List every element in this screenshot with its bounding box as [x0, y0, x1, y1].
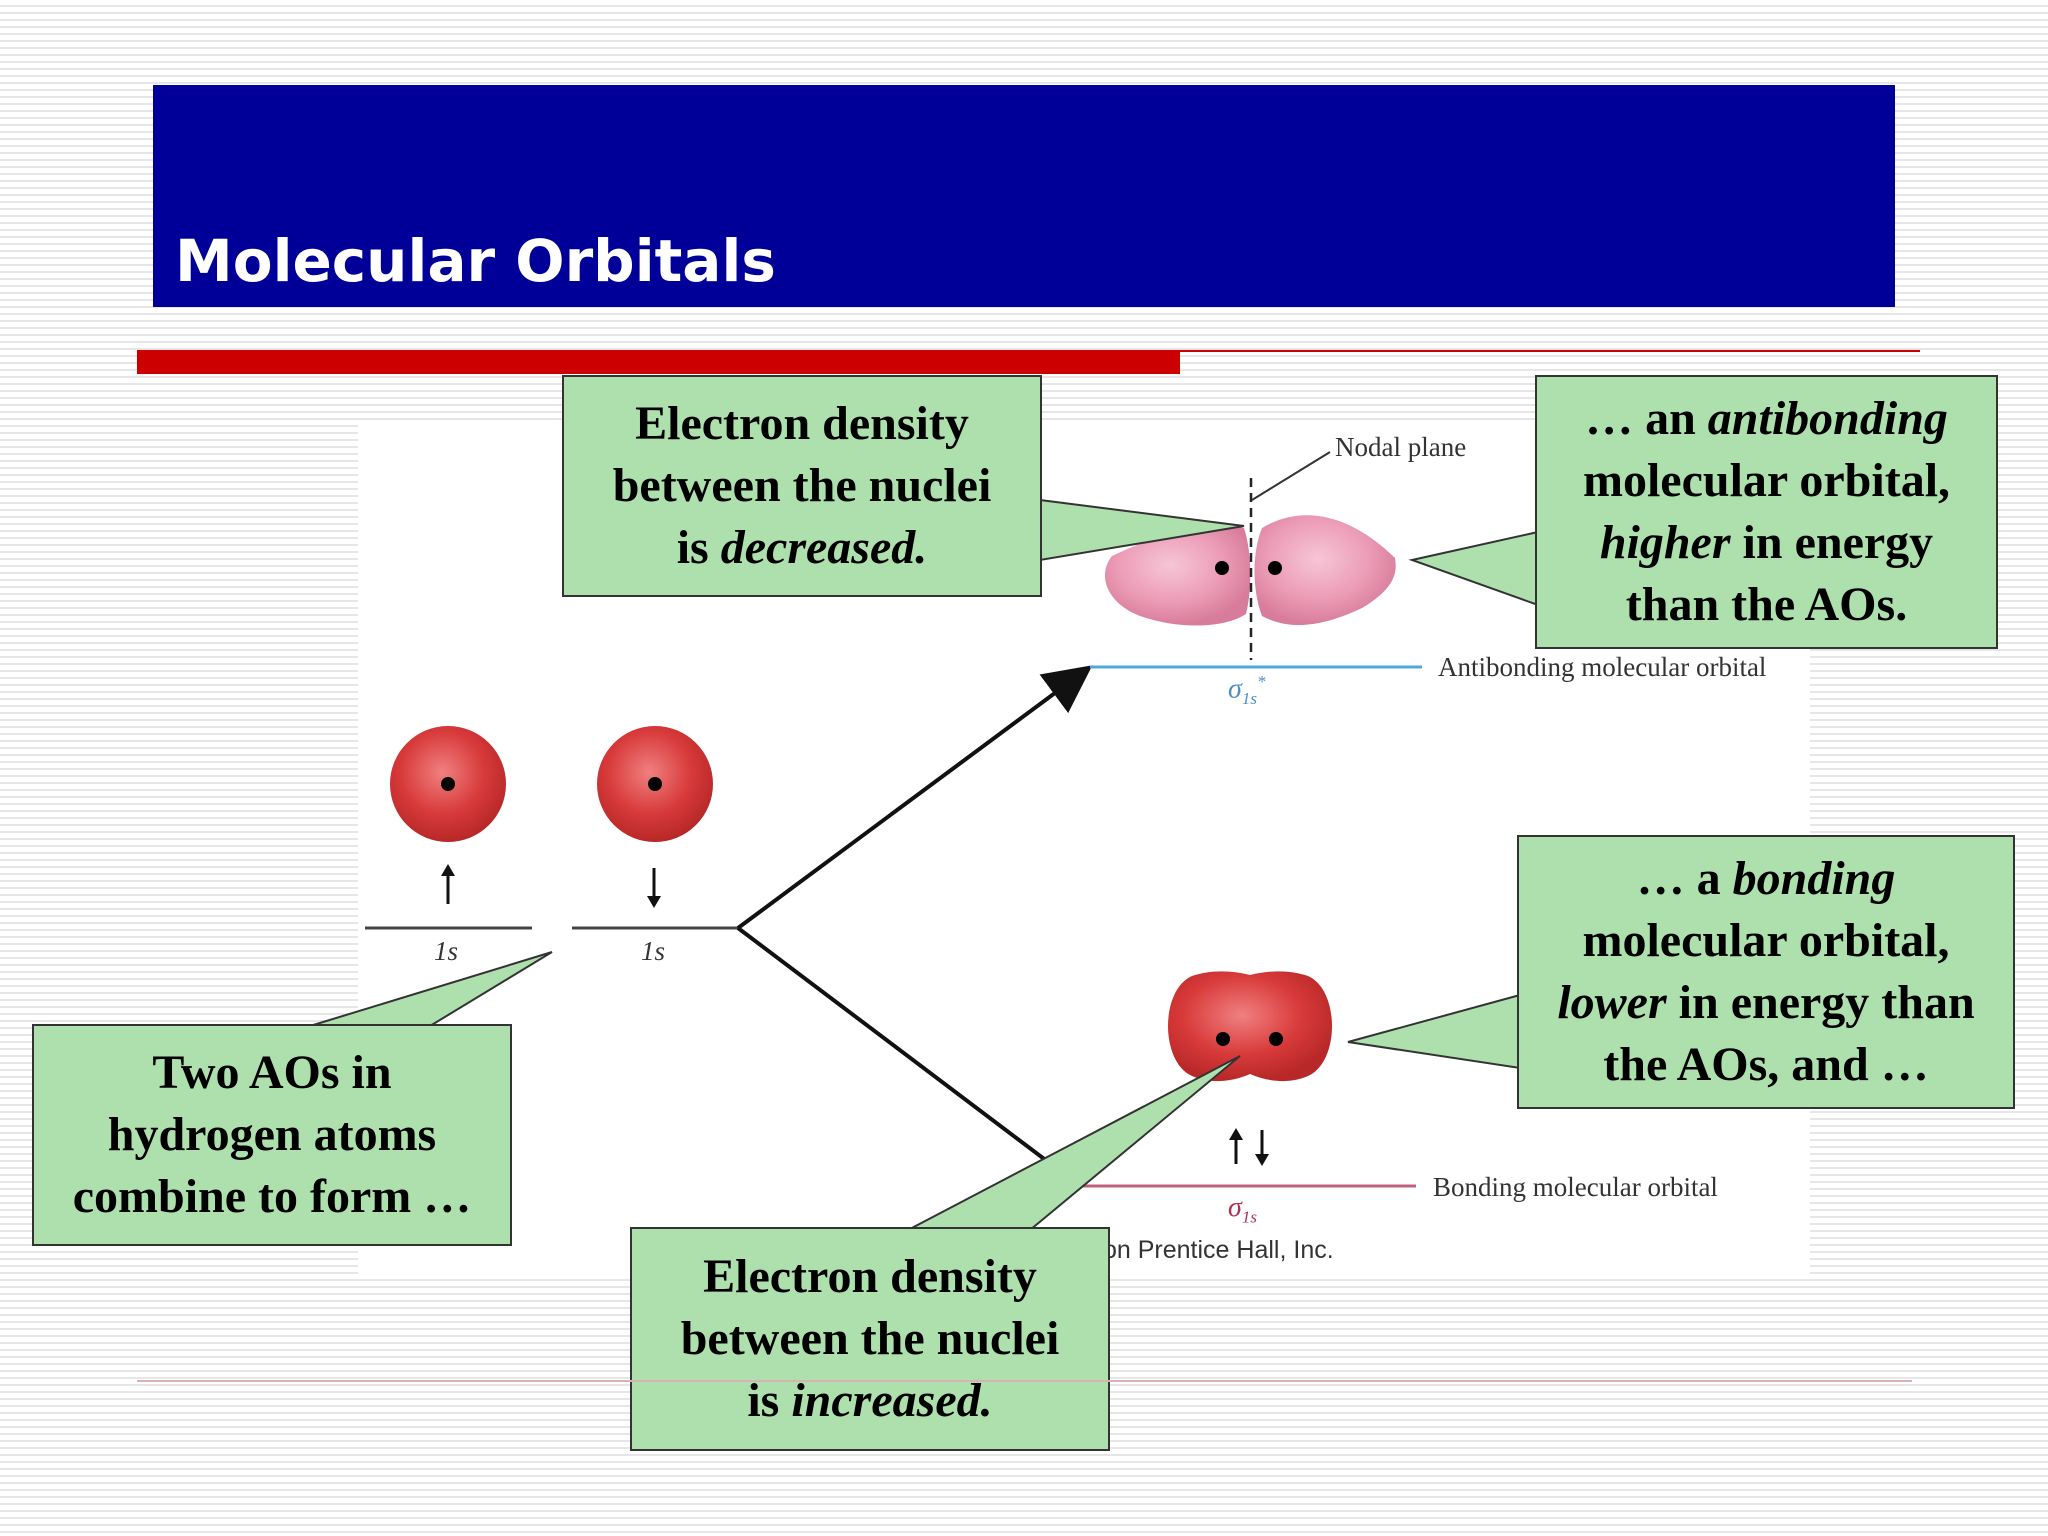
callout-pointer-bonding: [1347, 993, 1521, 1070]
callout-density-decreased: Electron density between the nuclei is d…: [562, 375, 1042, 597]
spin-down-arrow: [647, 868, 661, 908]
antibonding-lobe-right: [1254, 515, 1396, 626]
copyright-text: on Prentice Hall, Inc.: [1103, 1236, 1334, 1264]
callout-antibonding: … an antibonding molecular orbital, high…: [1535, 375, 1998, 649]
nucleus-dot: [441, 777, 455, 791]
bonding-orbital: [1168, 971, 1332, 1082]
bonding-mo-label: Bonding molecular orbital: [1433, 1172, 1718, 1202]
nucleus-dot: [1216, 1032, 1230, 1046]
sigma-antibonding-label: σ1s*: [1228, 672, 1266, 708]
footer-divider: [137, 1380, 1912, 1382]
antibonding-lobe-left: [1104, 525, 1251, 626]
title-bar: Molecular Orbitals: [153, 85, 1895, 307]
nucleus-dot: [1268, 561, 1282, 575]
title-underline-bar: [137, 350, 1180, 374]
callout-two-aos: Two AOs in hydrogen atoms combine to for…: [32, 1024, 512, 1246]
title-underline-thin: [1180, 350, 1920, 352]
slide-title: Molecular Orbitals: [175, 227, 776, 296]
nodal-plane-label: Nodal plane: [1335, 432, 1467, 462]
sigma-bonding-label: σ1s: [1228, 1192, 1257, 1227]
antibonding-mo-label: Antibonding molecular orbital: [1438, 652, 1767, 682]
correlation-line-down: [736, 926, 1082, 1188]
nucleus-dot: [1215, 561, 1229, 575]
callout-pointer-two-aos: [309, 951, 553, 1027]
spin-paired-arrows: [1229, 1128, 1269, 1166]
callout-pointer-antibonding: [1408, 530, 1539, 607]
callout-density-increased: Electron density between the nuclei is i…: [630, 1227, 1110, 1451]
callout-bonding: … a bonding molecular orbital, lower in …: [1517, 835, 2015, 1109]
nodal-plane-leader: [1251, 451, 1331, 501]
nucleus-dot: [1269, 1032, 1283, 1046]
ao-label-left: 1s: [434, 936, 459, 966]
spin-up-arrow: [441, 864, 455, 904]
ao-label-right: 1s: [641, 936, 666, 966]
nucleus-dot: [648, 777, 662, 791]
callout-pointer-increased: [907, 1055, 1241, 1231]
correlation-line-up: [736, 665, 1093, 930]
